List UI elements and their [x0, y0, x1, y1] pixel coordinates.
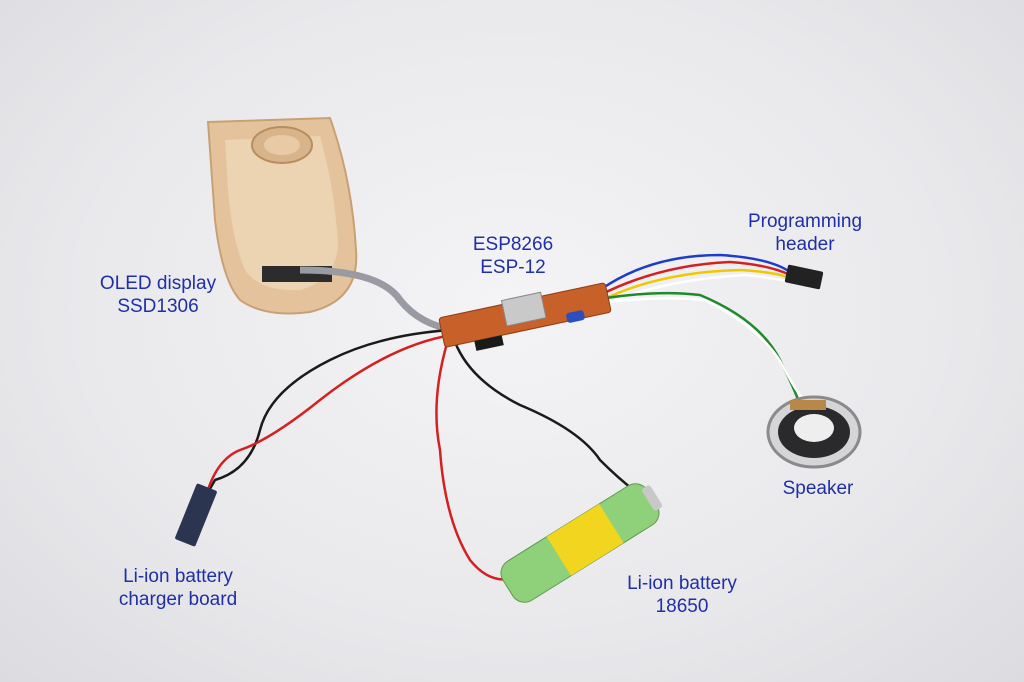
label-charger-board: Li-ion battery charger board	[119, 565, 237, 611]
label-line: header	[775, 234, 835, 255]
label-line: Li-ion battery	[627, 573, 737, 594]
label-line: charger board	[118, 589, 238, 610]
label-programming-header: Programming header	[748, 210, 862, 256]
esp-pcb	[438, 282, 612, 351]
label-line: ESP8266	[472, 234, 554, 255]
label-line: Programming	[747, 211, 863, 232]
label-oled-display: OLED display SSD1306	[100, 272, 216, 318]
ribbon-cable	[299, 266, 456, 334]
label-line: SSD1306	[117, 296, 199, 317]
enclosure	[206, 116, 358, 315]
label-esp8266: ESP8266 ESP-12	[473, 233, 553, 279]
programming-header	[784, 264, 824, 290]
label-line: OLED display	[99, 273, 217, 294]
battery	[500, 483, 663, 603]
label-line: Speaker	[782, 478, 854, 499]
label-speaker: Speaker	[783, 477, 854, 500]
charger-board	[175, 483, 217, 547]
label-line: ESP-12	[480, 257, 546, 278]
wires	[193, 253, 809, 581]
label-line: 18650	[655, 596, 709, 617]
speaker	[766, 395, 862, 469]
label-line: Li-ion battery	[123, 566, 233, 587]
label-battery: Li-ion battery 18650	[627, 572, 737, 618]
